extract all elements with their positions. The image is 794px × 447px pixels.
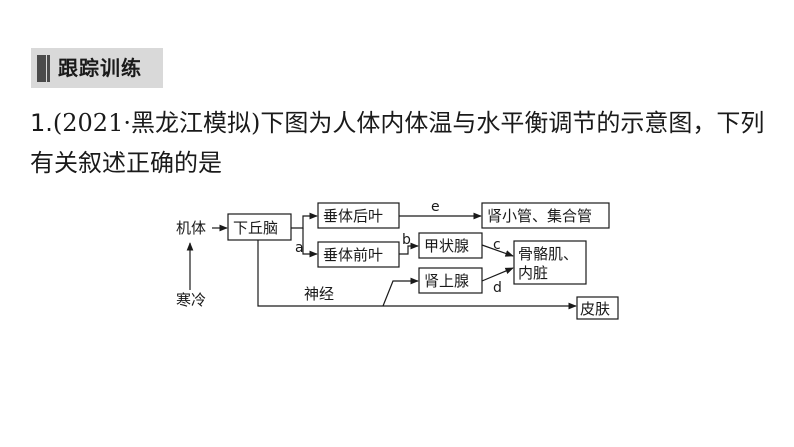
body-label: 机体 [176,219,206,237]
section-header-marker-thin [47,55,50,82]
cold-label: 寒冷 [176,291,206,309]
kidney-tubules-label: 肾小管、集合管 [487,207,592,225]
arrow-nerve-to-adrenal [382,277,419,307]
hypothalamus-label: 下丘脑 [233,219,278,237]
question-text-block: 1.(2021·黑龙江模拟)下图为人体内体温与水平衡调节的示意图，下列有关叙述正… [30,103,780,183]
kidney-tubules-box [481,202,610,229]
edge-label-a: a [295,240,304,256]
anterior-pituitary-label: 垂体前叶 [323,246,383,264]
posterior-pituitary-label: 垂体后叶 [323,207,383,225]
arrow-hypothalamus-to-posterior [291,212,318,229]
arrow-c-to-muscle [481,244,514,257]
skin-box [576,296,619,320]
edge-label-nerve: 神经 [304,285,334,303]
muscle-label-line2: 内脏 [518,264,548,282]
question-number: 1. [30,109,53,137]
edge-label-c: c [493,237,501,253]
muscle-viscera-box [513,240,587,285]
section-header-band [31,48,163,88]
muscle-label-line1: 骨骼肌、 [518,245,578,263]
edge-label-b: b [402,232,411,248]
hypothalamus-box [227,213,292,241]
skin-label: 皮肤 [580,300,610,318]
question-stem: 下图为人体内体温与水平衡调节的示意图，下列有关叙述正确的是 [30,109,765,177]
arrow-nerve-to-skin [257,240,577,310]
arrow-d-to-muscle [481,267,514,282]
edge-label-e: e [431,199,440,215]
thyroid-label: 甲状腺 [424,237,469,255]
edge-label-d: d [493,280,502,296]
arrow-b-to-thyroid [399,242,419,255]
section-title: 跟踪训练 [58,56,142,80]
section-header-marker [37,55,46,82]
arrow-hypothalamus-to-anterior [302,228,318,258]
question-source: (2021·黑龙江模拟) [52,109,261,137]
adrenal-label: 肾上腺 [424,272,469,290]
